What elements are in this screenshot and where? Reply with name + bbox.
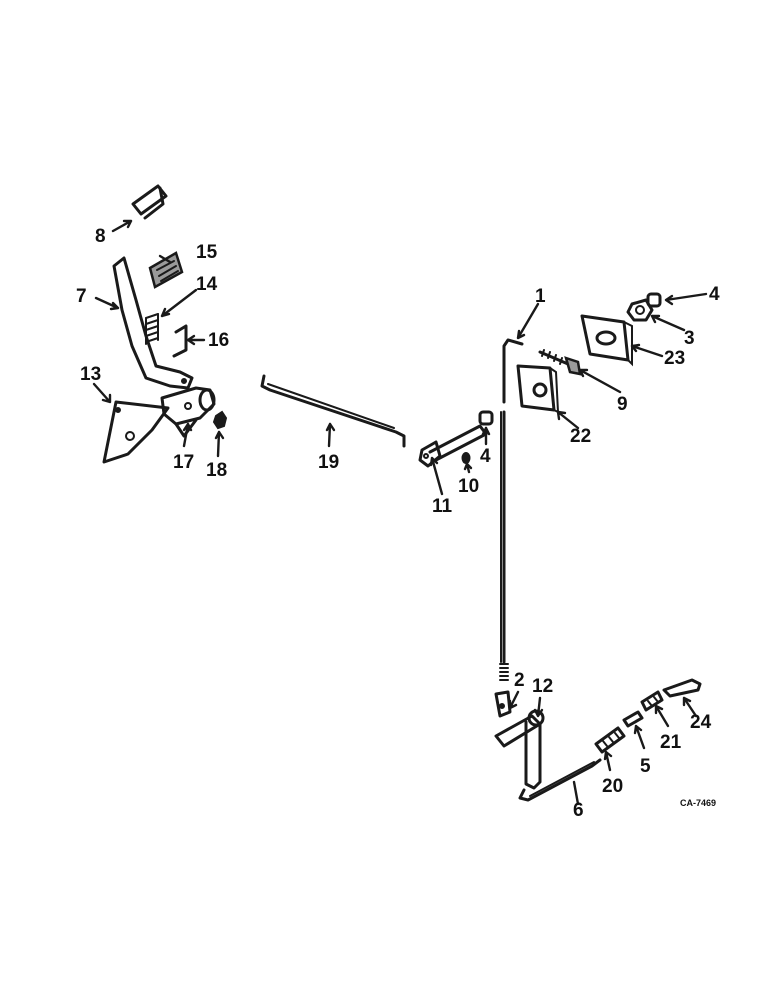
part-19-cross-rod	[260, 374, 406, 448]
part-20-turnbuckle	[594, 726, 626, 754]
callout-labels: 8 15 14 7 16 13 17 18 19 11 10 4 1 4 3 2…	[76, 226, 720, 821]
part-4-bushing-lower	[478, 410, 494, 426]
part-10-washer	[461, 452, 471, 464]
callout-8: 8	[95, 226, 106, 247]
part-11-arm	[418, 424, 488, 468]
callout-10: 10	[458, 476, 479, 497]
callout-5: 5	[640, 756, 651, 777]
callout-24: 24	[690, 712, 712, 733]
part-7-pedal-arm	[112, 256, 194, 390]
callout-2: 2	[514, 670, 525, 691]
part-24-lever-end	[662, 678, 702, 698]
callout-14: 14	[196, 274, 218, 295]
callout-7: 7	[76, 286, 87, 307]
part-15-pad-rubber	[148, 251, 184, 289]
part-17-pivot-hub	[160, 386, 216, 438]
figure-code: CA-7469	[680, 798, 716, 808]
part-12-bellcrank	[494, 709, 545, 790]
callout-21: 21	[660, 732, 682, 753]
leader-lines	[92, 219, 708, 806]
part-14-spring	[145, 313, 159, 345]
callout-11: 11	[432, 496, 453, 517]
part-21-clevis-pin	[640, 690, 664, 712]
callout-1: 1	[535, 286, 546, 307]
part-9-bolt	[538, 349, 582, 376]
callout-12: 12	[532, 676, 553, 697]
callout-13: 13	[80, 364, 101, 385]
callout-3: 3	[684, 328, 695, 349]
part-18-nut	[212, 410, 228, 430]
callout-23: 23	[664, 348, 685, 369]
part-6-rod	[518, 758, 602, 802]
part-4-bushing-upper	[646, 292, 662, 308]
part-8-pedal-pad	[131, 184, 168, 220]
part-23-plate	[580, 314, 633, 367]
callout-4-upper: 4	[709, 284, 720, 305]
callout-18: 18	[206, 460, 227, 481]
part-22-plate	[516, 364, 560, 414]
part-2-yoke	[494, 690, 512, 718]
callout-15: 15	[196, 242, 218, 263]
part-13-bracket	[102, 400, 170, 464]
callout-16: 16	[208, 330, 229, 351]
callout-6: 6	[573, 800, 584, 821]
part-16-clip	[172, 324, 188, 358]
callout-4-lower: 4	[480, 446, 491, 467]
callout-17: 17	[173, 452, 194, 473]
callout-20: 20	[602, 776, 623, 797]
part-1-vertical-rod	[499, 338, 524, 681]
part-5-pin	[622, 710, 644, 728]
callout-9: 9	[617, 394, 628, 415]
callout-19: 19	[318, 452, 339, 473]
part-3-nut	[626, 298, 654, 322]
callout-22: 22	[570, 426, 591, 447]
